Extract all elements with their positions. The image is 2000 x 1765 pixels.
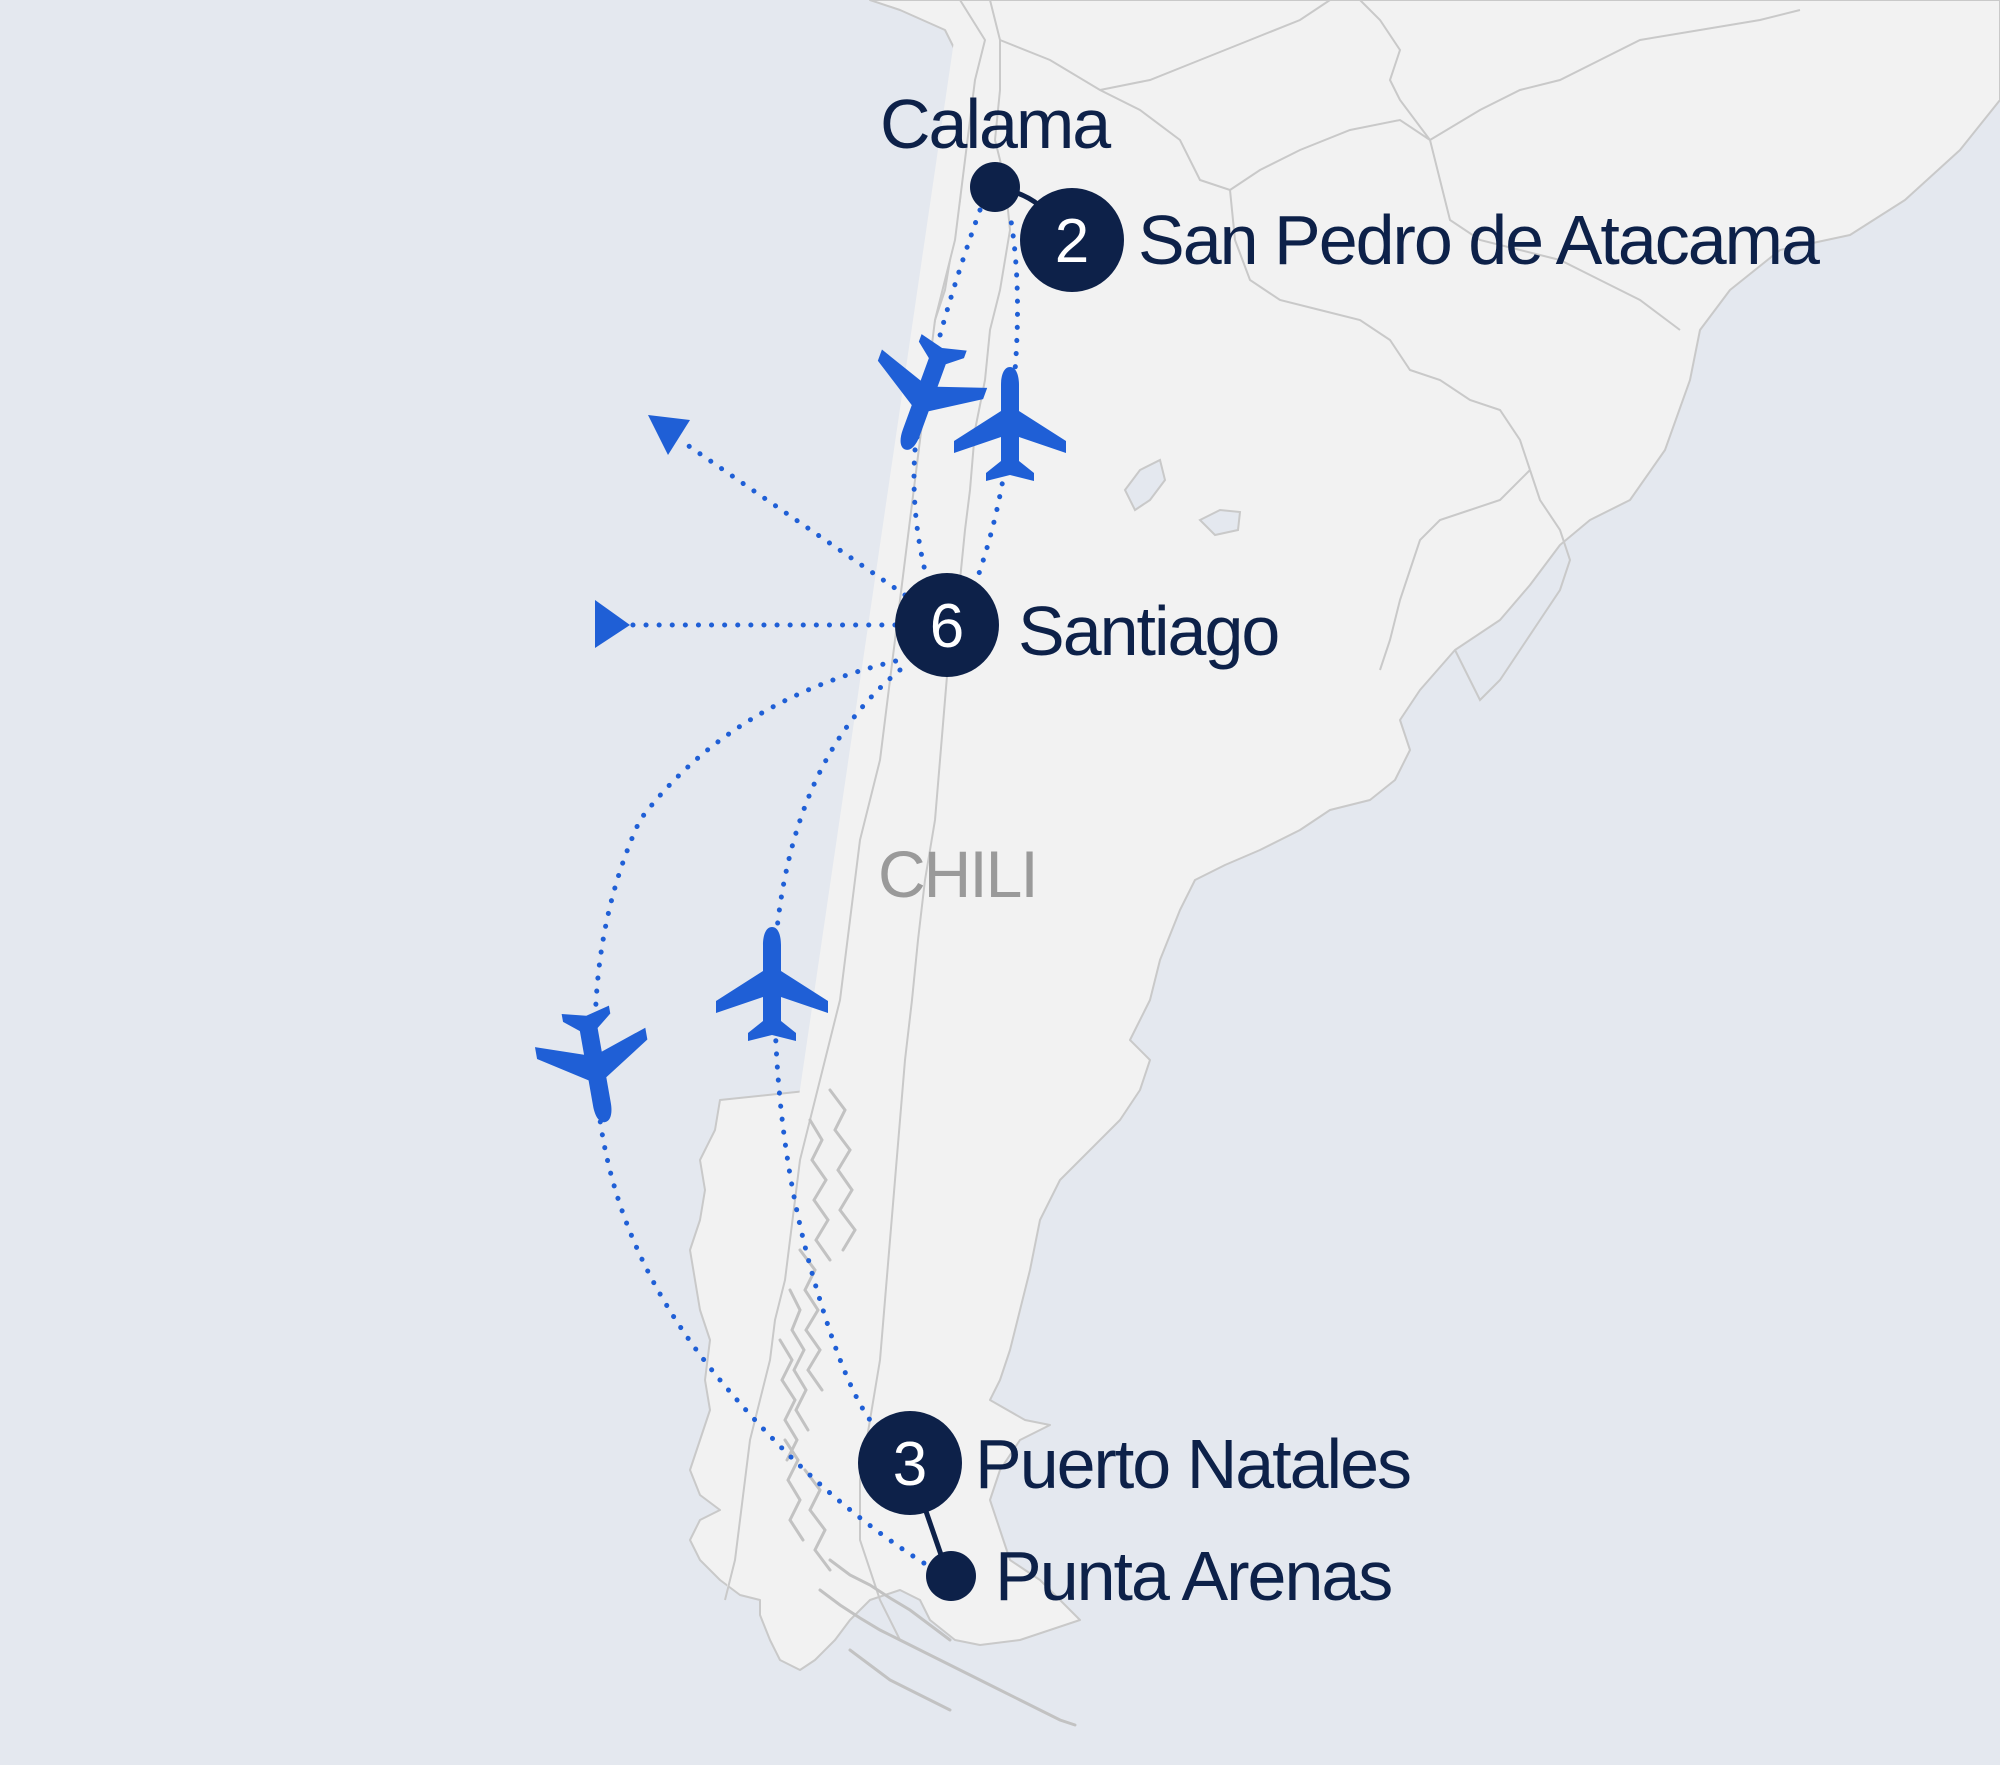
punta-arenas-marker[interactable]	[926, 1551, 976, 1601]
country-border	[999, 39, 1681, 331]
santiago-nights: 6	[930, 592, 964, 661]
san-pedro-nights: 2	[1055, 207, 1089, 276]
santiago-marker[interactable]	[895, 573, 999, 677]
country-label: CHILI	[878, 837, 1037, 911]
lake	[1123, 458, 1167, 512]
lake	[1198, 508, 1242, 537]
san-pedro-label[interactable]: San Pedro de Atacama	[1138, 201, 1822, 279]
san-pedro-marker[interactable]	[1020, 188, 1124, 292]
country-border	[1099, 0, 1331, 91]
route-santiago-to-puerto-natales	[772, 667, 903, 1433]
country-border	[1359, 0, 1431, 141]
country-border	[859, 0, 1012, 1641]
santiago-label[interactable]: Santiago	[1018, 592, 1280, 670]
puerto-natales-label[interactable]: Puerto Natales	[975, 1425, 1412, 1503]
calama-label[interactable]: Calama	[880, 85, 1113, 163]
punta-arenas-label[interactable]: Punta Arenas	[995, 1537, 1393, 1615]
country-border	[1454, 469, 1572, 702]
country-border	[1429, 9, 1801, 141]
country-border	[1379, 469, 1531, 671]
puerto-natales-nights: 3	[893, 1430, 927, 1499]
calama-marker[interactable]	[970, 162, 1020, 212]
arrow-head-icon	[595, 600, 630, 648]
puerto-natales-marker[interactable]	[858, 1411, 962, 1515]
arrow-head-icon	[648, 415, 690, 455]
country-border	[1229, 189, 1531, 471]
